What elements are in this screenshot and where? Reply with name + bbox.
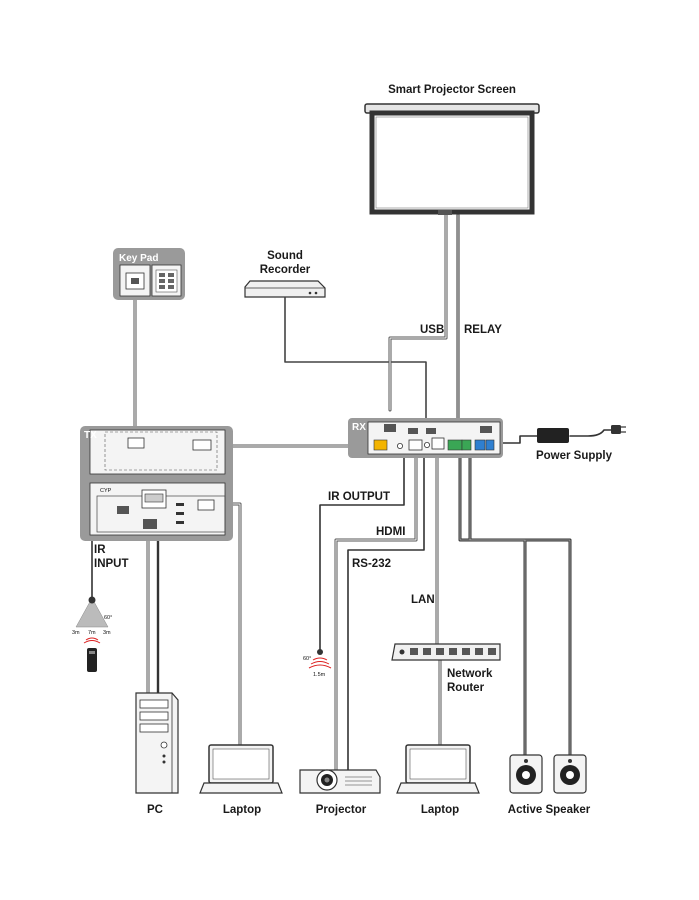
- relay-label: RELAY: [464, 324, 502, 336]
- rx-device: [348, 418, 503, 458]
- ir-output-cable: [319, 451, 405, 651]
- projector: [299, 769, 381, 794]
- usb-cable: [388, 213, 448, 412]
- ir-receiver: [75, 596, 109, 672]
- laptop-right: [396, 744, 480, 794]
- svg-text:CYP: CYP: [100, 488, 112, 494]
- projector-screen: [364, 103, 540, 215]
- ir-receiver-angle: 60°: [104, 615, 112, 621]
- network-router-label-line2: Router: [447, 682, 485, 694]
- key-pad-label: Key Pad: [119, 253, 158, 264]
- sound-recorder-cable: [284, 297, 427, 439]
- pc-tower: [135, 692, 179, 794]
- ir-output-label: IR OUTPUT: [328, 491, 390, 503]
- active-speaker-label: Active Speaker: [508, 804, 591, 816]
- laptop-right-label: Laptop: [421, 804, 459, 816]
- rs232-label: RS-232: [352, 558, 391, 570]
- laptop-left: [199, 744, 283, 794]
- ir-input-label-line1: IR: [94, 544, 106, 556]
- rs232-cable: [347, 454, 425, 771]
- power-adapter: [537, 425, 626, 443]
- sound-recorder-device: [244, 280, 326, 298]
- ir-emitter-angle: 60°: [303, 656, 311, 662]
- ir-receiver-center-range: 7m: [88, 630, 96, 636]
- power-cable: [499, 435, 539, 444]
- sound-recorder-label-line1: Sound: [267, 250, 303, 262]
- hdmi-label: HDMI: [376, 526, 405, 538]
- key-pad-device: [113, 248, 185, 300]
- active-speaker-right: [553, 754, 587, 794]
- usb-label: USB: [420, 324, 444, 336]
- pc-label: PC: [147, 804, 163, 816]
- sound-recorder-label-line2: Recorder: [260, 264, 311, 276]
- ir-receiver-right-range: 3m: [103, 630, 111, 636]
- tx-device: CYP: [80, 426, 233, 541]
- cables: [91, 213, 613, 772]
- network-router-label-line1: Network: [447, 668, 493, 680]
- tx-label: TX: [84, 430, 97, 441]
- ir-emitter-range: 1.5m: [313, 672, 326, 678]
- ir-input-label-line2: INPUT: [94, 558, 129, 570]
- laptop-left-label: Laptop: [223, 804, 261, 816]
- projector-label: Projector: [316, 804, 367, 816]
- active-speaker-left: [509, 754, 543, 794]
- power-supply-label: Power Supply: [536, 450, 613, 462]
- speaker-cable-2: [468, 450, 572, 762]
- rx-label: RX: [352, 422, 366, 433]
- smart-projector-screen-label: Smart Projector Screen: [388, 84, 516, 96]
- ir-emitter: [308, 649, 332, 669]
- network-switch: [391, 643, 501, 661]
- lan-label: LAN: [411, 594, 435, 606]
- ir-receiver-left-range: 3m: [72, 630, 80, 636]
